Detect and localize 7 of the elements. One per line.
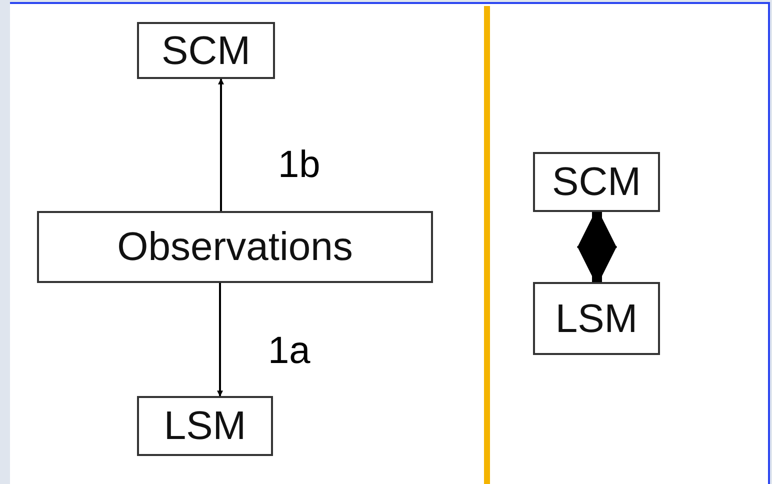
- process-box: SCM: [137, 22, 275, 79]
- process-box: Observations: [37, 211, 433, 283]
- arrow: [217, 283, 223, 397]
- arrow: [218, 78, 224, 211]
- process-box: LSM: [533, 282, 660, 355]
- process-box: LSM: [137, 396, 273, 456]
- process-box: SCM: [533, 152, 660, 212]
